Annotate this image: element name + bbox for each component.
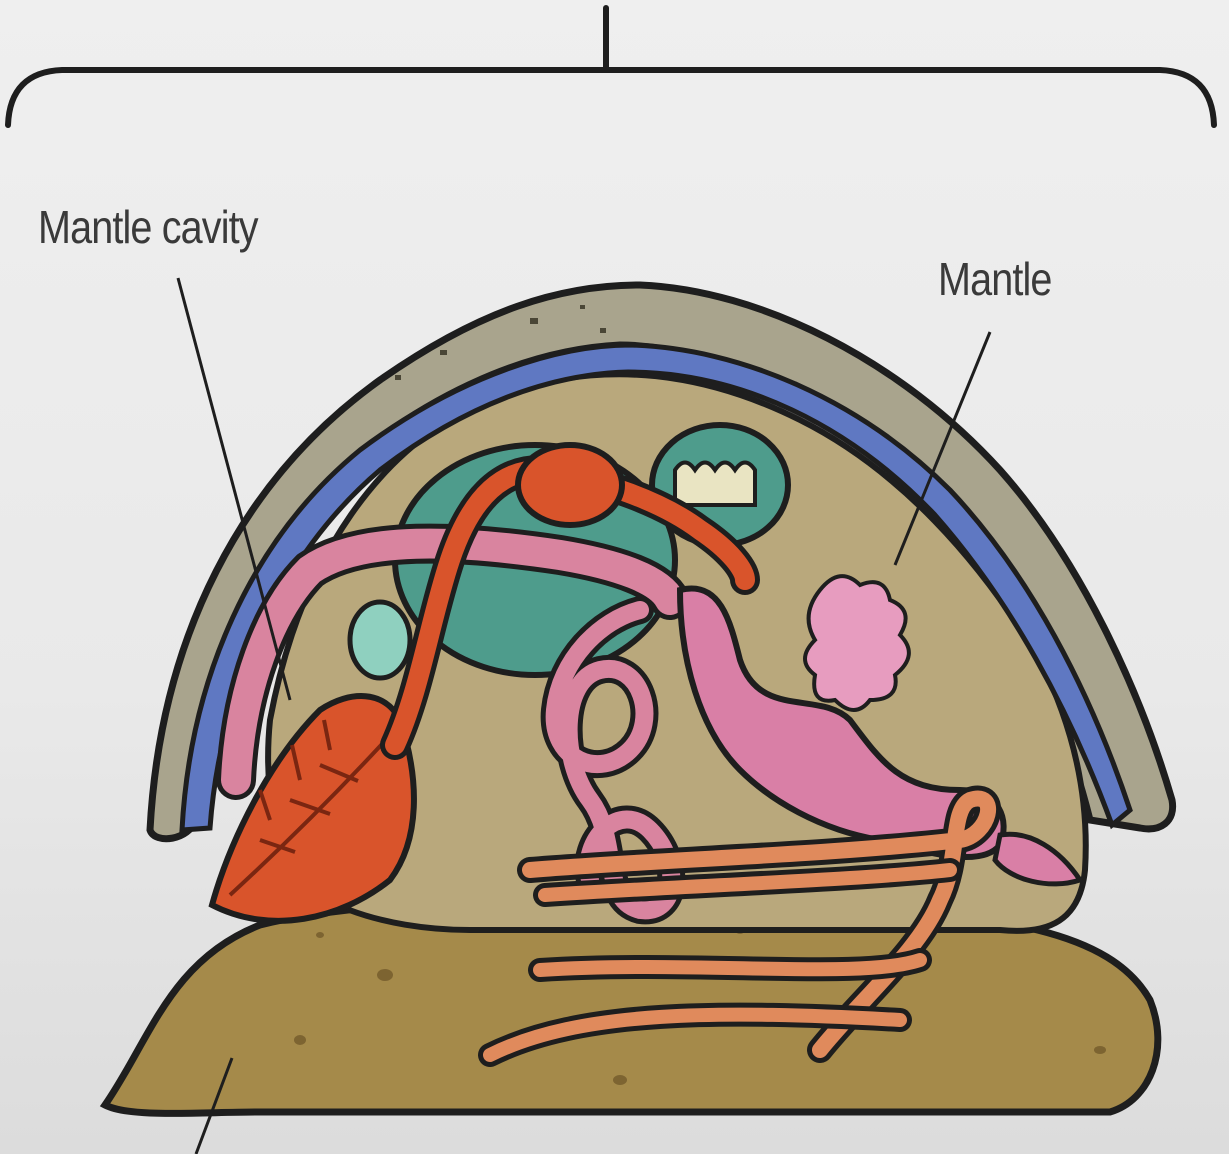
small-organ (350, 602, 410, 678)
mantle-cavity-label: Mantle cavity (38, 200, 258, 254)
bracket-arm (8, 70, 1214, 125)
heart (518, 445, 622, 525)
mantle-label: Mantle (938, 252, 1052, 306)
kidney-detail (675, 463, 755, 506)
top-bracket (8, 8, 1214, 125)
